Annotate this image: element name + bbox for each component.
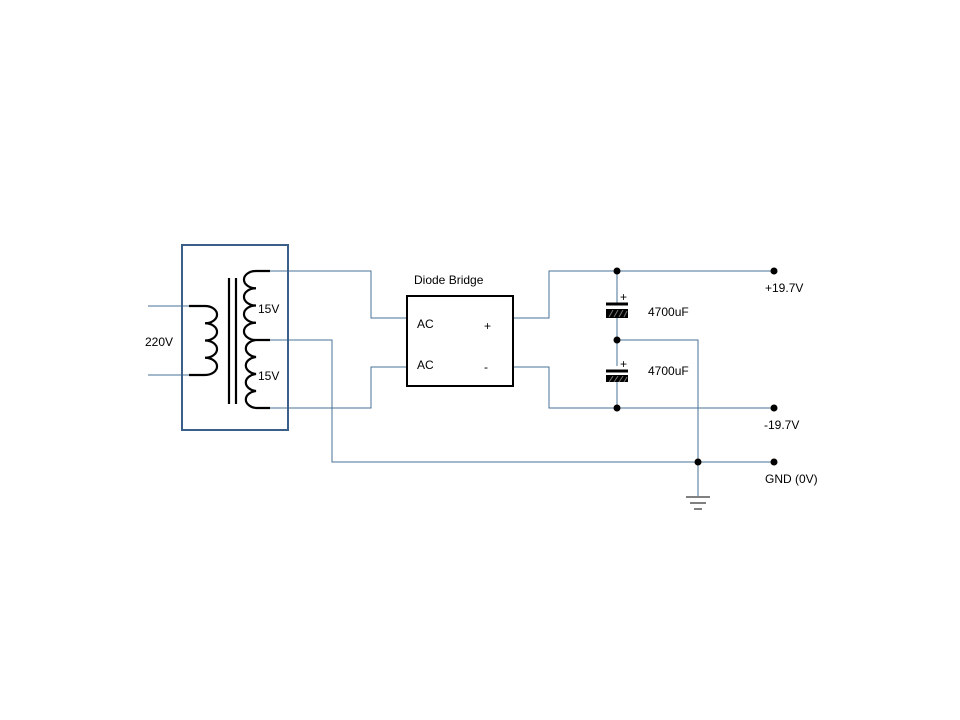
capacitor-upper-polarity: + <box>620 290 627 304</box>
primary-coil <box>189 304 219 377</box>
capacitor-upper: + 4700uF <box>606 290 689 319</box>
transformer-frame <box>181 244 289 431</box>
capacitor-upper-value: 4700uF <box>648 305 689 319</box>
terminal-positive-output <box>770 267 778 275</box>
transformer: 220V 15V 15V <box>145 244 289 431</box>
secondary-upper-voltage-label: 15V <box>258 302 279 316</box>
wire-bridge-plus-to-positive-rail <box>513 270 774 319</box>
wiring <box>148 270 774 496</box>
primary-voltage-label: 220V <box>145 335 173 349</box>
capacitor-lower-plate-negative <box>606 375 628 382</box>
junction-ground <box>694 458 702 466</box>
wire-cap-midpoint-to-ground <box>617 339 699 496</box>
diode-bridge-title: Diode Bridge <box>414 273 484 287</box>
secondary-lower-voltage-label: 15V <box>258 369 279 383</box>
junction-negative-rail <box>613 404 621 412</box>
output-negative-label: -19.7V <box>764 418 799 432</box>
terminal-negative-output <box>770 404 778 412</box>
capacitor-upper-plate-negative <box>606 309 628 318</box>
output-positive-label: +19.7V <box>765 281 803 295</box>
terminal-ground-output <box>770 458 778 466</box>
junction-cap-midpoint <box>613 336 621 344</box>
bridge-ac1-label: AC <box>417 317 434 331</box>
junction-dots <box>613 267 778 466</box>
wire-bridge-minus-to-negative-rail <box>513 366 774 409</box>
ground-icon <box>686 496 710 510</box>
bridge-plus-label: + <box>484 319 491 333</box>
capacitor-lower: + 4700uF <box>606 357 689 383</box>
diode-bridge: Diode Bridge AC AC + - <box>406 273 514 387</box>
capacitor-lower-hatch <box>608 375 628 383</box>
capacitor-lower-value: 4700uF <box>648 364 689 378</box>
bridge-ac2-label: AC <box>417 358 434 372</box>
capacitor-upper-hatch <box>608 309 628 318</box>
output-ground-label: GND (0V) <box>765 472 818 486</box>
wire-center-tap-to-ground <box>266 339 774 463</box>
capacitor-lower-polarity: + <box>620 357 627 371</box>
wire-secondary-bottom-to-ac2 <box>266 366 407 409</box>
secondary-coil <box>242 269 270 410</box>
junction-positive-rail <box>613 267 621 275</box>
wire-secondary-top-to-ac1 <box>266 270 407 319</box>
bridge-minus-label: - <box>484 360 488 374</box>
diode-bridge-box <box>406 295 514 387</box>
